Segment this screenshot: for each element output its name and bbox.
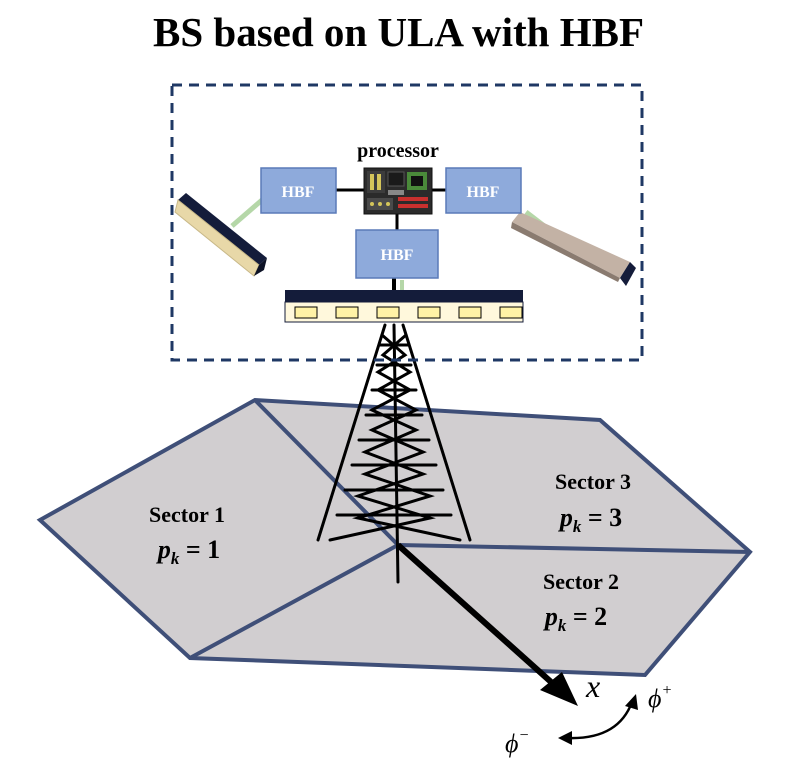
sector-3-name: Sector 3 (555, 469, 631, 494)
ula-array (284, 290, 524, 323)
coverage-plane (36, 397, 753, 678)
diagram-title: BS based on ULA with HBF (153, 9, 644, 55)
sector-1-name: Sector 1 (149, 502, 225, 527)
hbf-label-bottom: HBF (381, 247, 414, 264)
connections (336, 188, 446, 290)
hbf-block-right (445, 167, 522, 214)
hbf-block-bottom (355, 229, 439, 279)
sector-1-index: pk = 1 (156, 535, 220, 568)
processor-chip-icon (363, 167, 433, 215)
hbf-label-right: HBF (467, 184, 500, 201)
hbf-block-left (260, 167, 337, 214)
phi-minus-label: ϕ− (505, 727, 529, 758)
left-antenna-panel (174, 193, 267, 277)
sector-divider-lower (189, 543, 399, 660)
x-axis-arrow (395, 542, 578, 706)
phi-plus-label: ϕ+ (648, 682, 672, 713)
sector-2-name: Sector 2 (543, 569, 619, 594)
processor-label: processor (357, 140, 439, 162)
sector-3-index: pk = 3 (558, 503, 622, 536)
sector-divider-right (397, 543, 751, 554)
x-axis-label: x (585, 668, 600, 704)
right-antenna-panel (511, 210, 636, 286)
bs-dashed-box (170, 83, 644, 362)
rotation-arrow (558, 694, 638, 745)
hbf-label-left: HBF (282, 184, 315, 201)
sector-2-index: pk = 2 (543, 602, 607, 635)
